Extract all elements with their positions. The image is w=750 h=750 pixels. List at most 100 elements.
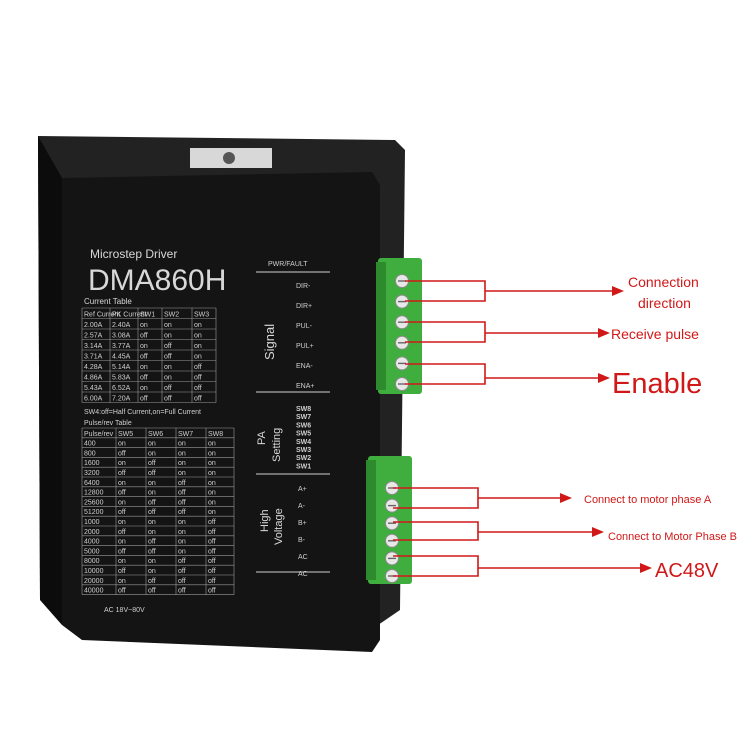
pulse-table-cell: on [118,578,126,585]
arrow-direction [612,286,624,296]
pulse-table-cell: off [118,529,126,536]
bracket-ac [393,555,640,577]
signal-pin-label: PUL+ [296,343,314,350]
voltage-note: AC 18V~80V [104,607,145,614]
pulse-table-header-cell: SW7 [178,431,193,438]
signal-label: Signal [262,324,277,360]
pulse-table-header-cell: Pulse/rev [84,431,114,438]
pulse-table-cell: off [118,568,126,575]
current-table-cell: off [164,396,172,403]
pwr-fault-label: PWR/FAULT [268,261,308,268]
pulse-table-cell: on [118,558,126,565]
current-table-cell: off [194,375,202,382]
current-table-cell: on [140,322,148,329]
current-table-cell: 3.14A [84,343,103,350]
power-pin-label: AC [298,571,308,578]
pulse-table-cell: off [208,588,216,595]
pulse-table-cell: off [208,568,216,575]
current-table-cell: off [194,385,202,392]
dip-switch-label: SW2 [296,455,311,462]
pulse-table-cell: 1000 [84,519,100,526]
arrow-phase-b [592,527,604,537]
label-phase-a: Connect to motor phase A [584,494,712,506]
current-table-cell: 4.28A [84,364,103,371]
current-table-cell: on [140,343,148,350]
pulse-table-cell: off [148,470,156,477]
pulse-table-cell: off [118,548,126,555]
arrow-enable [598,373,610,383]
pulse-table-cell: on [208,460,216,467]
current-table-header-cell: Ref Current [84,312,120,319]
current-table-cell: 4.86A [84,375,103,382]
signal-pin-label: PUL- [296,323,313,330]
pulse-table-cell: off [118,509,126,516]
bracket-pulse [405,321,598,343]
pulse-table-cell: off [148,588,156,595]
pulse-table-cell: off [178,588,186,595]
pulse-table-cell: 25600 [84,499,104,506]
pulse-table-cell: 4000 [84,539,100,546]
pulse-table-cell: on [208,499,216,506]
driver-front-panel [62,172,380,652]
pulse-table-cell: off [178,509,186,516]
current-table-title: Current Table [84,297,132,306]
pulse-table-cell: off [178,578,186,585]
pulse-table-cell: on [208,509,216,516]
pulse-table-cell: 20000 [84,578,104,585]
pulse-table-cell: on [178,460,186,467]
pulse-table-cell: on [208,490,216,497]
current-table-cell: off [194,396,202,403]
bracket-direction [405,280,612,302]
pulse-table-cell: off [118,470,126,477]
pulse-table-cell: on [208,441,216,448]
panel-edge-left [38,136,62,625]
dip-switch-label: SW6 [296,422,311,429]
current-table-cell: on [164,364,172,371]
current-table-cell: 3.08A [112,333,131,340]
label-direction-line2: direction [638,295,691,311]
arrow-phase-a [560,493,572,503]
label-pulse: Receive pulse [611,326,699,342]
pulse-table-cell: on [118,499,126,506]
pulse-table-cell: off [148,460,156,467]
current-table-cell: on [140,364,148,371]
power-pin-label: B- [298,537,306,544]
arrow-ac [640,563,652,573]
pulse-table-cell: 800 [84,450,96,457]
pulse-table-cell: off [178,499,186,506]
bracket-enable [405,363,598,385]
pulse-table-cell: off [208,548,216,555]
pulse-table-cell: off [208,519,216,526]
current-table-cell: on [194,354,202,361]
dip-switch-label: SW5 [296,431,311,438]
pulse-table-cell: 2000 [84,529,100,536]
pa-label: PA [256,430,268,445]
dip-switch-label: SW8 [296,406,311,413]
pulse-table-cell: off [208,539,216,546]
pulse-table-cell: off [208,558,216,565]
pulse-table-header-cell: SW5 [118,431,133,438]
power-pin-label: A+ [298,486,307,493]
current-table-cell: off [194,364,202,371]
current-table-cell: on [140,385,148,392]
signal-terminal-block [376,258,422,394]
pulse-table-cell: off [148,499,156,506]
pulse-table-cell: on [178,529,186,536]
current-table-cell: 6.00A [84,396,103,403]
current-table-cell: on [164,322,172,329]
current-table-header-cell: SW2 [164,312,179,319]
pulse-table-cell: off [178,558,186,565]
bracket-phase-b [393,521,592,541]
signal-pin-label: DIR- [296,283,311,290]
pulse-table-cell: 400 [84,441,96,448]
current-table-cell: 3.77A [112,343,131,350]
pulse-table-cell: off [118,490,126,497]
label-direction-line1: Connection [628,274,699,290]
current-table-cell: on [164,375,172,382]
pulse-table-header-cell: SW8 [208,431,223,438]
current-table-cell: on [164,333,172,340]
